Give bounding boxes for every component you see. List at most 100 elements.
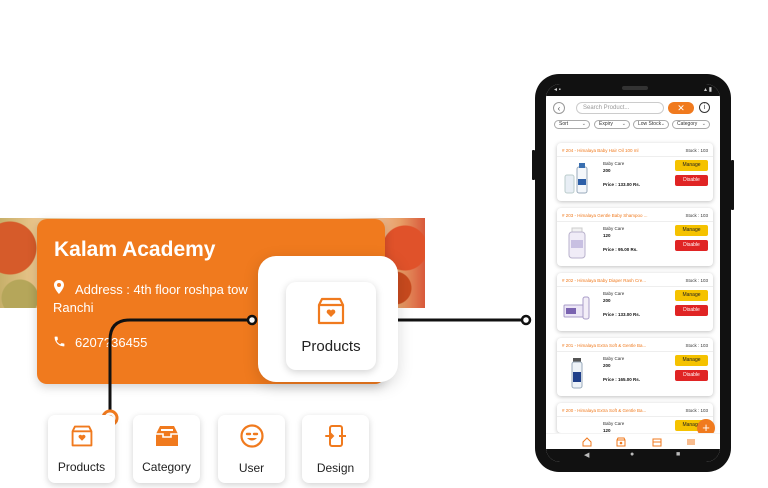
- tile-category-label: Category: [142, 459, 191, 474]
- chevron-down-icon: ⌄: [581, 121, 586, 127]
- filter-row: Sort⌄ Expiry⌄ Low Stock⌄ Category⌄: [554, 120, 714, 130]
- tile-user-label: User: [238, 460, 265, 475]
- product-card[interactable]: # 203 - Himalaya Gentle Baby Shampoo ...…: [557, 208, 713, 266]
- product-stock: Stock : 103: [685, 213, 708, 218]
- divider: [557, 286, 713, 287]
- product-price: Price : 165.00 Rs.: [603, 377, 641, 382]
- product-qty: 120: [603, 428, 611, 433]
- product-price: Price : 133.00 Rs.: [603, 312, 641, 317]
- drawer-icon: [155, 425, 179, 452]
- disable-button[interactable]: Disable: [675, 370, 708, 381]
- tile-user[interactable]: User: [218, 415, 285, 483]
- manage-button[interactable]: Manage: [675, 355, 708, 366]
- product-price: Price : 95.00 Rs.: [603, 247, 638, 252]
- org-name: Kalam Academy: [54, 238, 216, 261]
- home-circle-icon[interactable]: ●: [630, 451, 635, 458]
- divider: [557, 351, 713, 352]
- back-triangle-icon[interactable]: ◀: [584, 452, 590, 459]
- status-left-icons: ◂ ▪: [554, 87, 561, 93]
- product-image: [568, 227, 586, 259]
- product-stock: Stock : 103: [685, 278, 708, 283]
- filter-expiry[interactable]: Expiry⌄: [594, 120, 630, 129]
- box-icon: [316, 297, 346, 330]
- phone-screen: ◂ ▪ ▴ ▮ ‹ Search Product... ✕ i Sort⌄ Ex…: [546, 84, 720, 462]
- product-card[interactable]: # 202 - Himalaya Baby Diaper Rash Cre...…: [557, 273, 713, 331]
- product-card[interactable]: # 204 - Himalaya Baby Hair Oil 100 ml St…: [557, 143, 713, 201]
- divider: [557, 416, 713, 417]
- drawer-icon[interactable]: [652, 437, 662, 447]
- products-popup: Products: [258, 256, 398, 382]
- divider: [557, 156, 713, 157]
- products-popup-button[interactable]: Products: [286, 282, 376, 370]
- disable-button[interactable]: Disable: [675, 175, 708, 186]
- tile-products-label: Products: [57, 459, 106, 474]
- filter-category[interactable]: Category⌄: [672, 120, 710, 129]
- speaker-icon: [622, 86, 648, 90]
- tile-design-label: Design: [316, 460, 355, 475]
- disable-button[interactable]: Disable: [675, 240, 708, 251]
- divider: [557, 221, 713, 222]
- product-qty: 200: [603, 168, 611, 173]
- manage-button[interactable]: Manage: [675, 160, 708, 171]
- address-text: Address : 4th floor roshpa tow: [75, 282, 248, 297]
- product-stock: Stock : 103: [685, 408, 708, 413]
- product-title: # 203 - Himalaya Gentle Baby Shampoo ...: [562, 213, 648, 218]
- home-icon[interactable]: [582, 437, 592, 447]
- design-icon: [324, 424, 348, 453]
- add-product-button[interactable]: +: [697, 419, 715, 437]
- product-qty: 200: [603, 363, 611, 368]
- phone-power-button: [731, 160, 734, 210]
- product-image: [571, 358, 583, 389]
- product-category: Baby Care: [603, 291, 625, 296]
- back-icon[interactable]: ‹: [553, 102, 565, 114]
- address-city: Ranchi: [53, 300, 94, 315]
- chevron-down-icon: ⌄: [701, 121, 706, 127]
- product-category: Baby Care: [603, 226, 625, 231]
- tile-category[interactable]: Category: [133, 415, 200, 483]
- settings-icon[interactable]: [686, 437, 696, 447]
- filter-low-stock[interactable]: Low Stock⌄: [633, 120, 669, 129]
- product-price: Price : 133.00 Rs.: [603, 182, 641, 187]
- search-row: ‹ Search Product... ✕ i: [546, 99, 720, 117]
- bottom-nav: [546, 433, 720, 449]
- chevron-down-icon: ⌄: [621, 121, 626, 127]
- search-input[interactable]: Search Product...: [576, 102, 664, 114]
- tile-products[interactable]: Products: [48, 415, 115, 483]
- products-popup-label: Products: [301, 338, 361, 355]
- product-category: Baby Care: [603, 356, 625, 361]
- manage-button[interactable]: Manage: [675, 225, 708, 236]
- product-category: Baby Care: [603, 161, 625, 166]
- product-category: Baby Care: [603, 421, 625, 426]
- phone-volume-button: [532, 150, 535, 180]
- product-card[interactable]: # 200 - Himalaya Extra Soft & Gentle Ba.…: [557, 403, 713, 433]
- location-pin-icon: [53, 280, 75, 297]
- box-icon[interactable]: [616, 437, 626, 447]
- chevron-down-icon: ⌄: [660, 121, 665, 127]
- product-card[interactable]: # 201 - Himalaya Extra Soft & Gentle Ba.…: [557, 338, 713, 396]
- phone-icon: [53, 335, 75, 351]
- system-nav-bar: ◀ ● ■: [546, 449, 720, 462]
- product-image: [563, 296, 590, 320]
- smiley-icon: [239, 423, 264, 453]
- product-title: # 201 - Himalaya Extra Soft & Gentle Ba.…: [562, 343, 647, 348]
- box-icon: [70, 425, 94, 452]
- status-bar: ◂ ▪ ▴ ▮: [546, 84, 720, 96]
- status-right-icons: ▴ ▮: [704, 87, 712, 93]
- product-stock: Stock : 103: [685, 343, 708, 348]
- product-qty: 120: [603, 233, 611, 238]
- filter-sort[interactable]: Sort⌄: [554, 120, 590, 129]
- product-title: # 200 - Himalaya Extra Soft & Gentle Ba.…: [562, 408, 647, 413]
- info-icon[interactable]: i: [699, 102, 710, 113]
- disable-button[interactable]: Disable: [675, 305, 708, 316]
- product-title: # 202 - Himalaya Baby Diaper Rash Cre...: [562, 278, 647, 283]
- manage-button[interactable]: Manage: [675, 290, 708, 301]
- product-image: [564, 163, 588, 194]
- product-qty: 200: [603, 298, 611, 303]
- product-title: # 204 - Himalaya Baby Hair Oil 100 ml: [562, 148, 639, 153]
- tile-design[interactable]: Design: [302, 415, 369, 483]
- recents-square-icon[interactable]: ■: [676, 451, 681, 458]
- address-row: Address : 4th floor roshpa tow: [53, 280, 270, 300]
- manage-button[interactable]: Manage: [675, 420, 708, 431]
- clear-search-button[interactable]: ✕: [668, 102, 694, 114]
- product-stock: Stock : 103: [685, 148, 708, 153]
